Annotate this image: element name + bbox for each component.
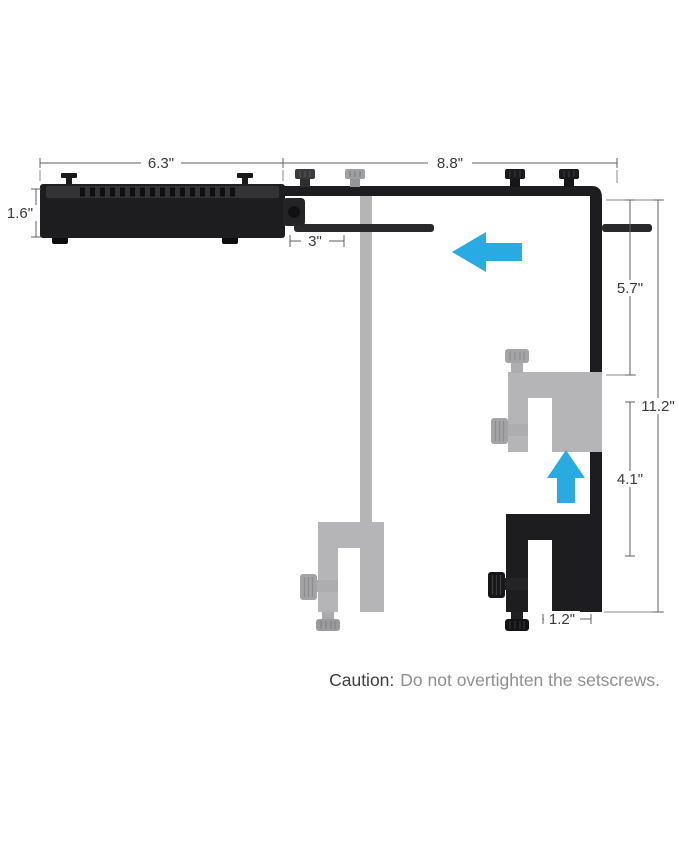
fixture-screw-left — [66, 178, 72, 186]
ghost-arm-bar — [360, 195, 372, 612]
mount-rod-right — [602, 224, 652, 232]
mount-bracket — [284, 169, 652, 612]
dim-upper-section: 5.7" — [611, 199, 649, 376]
dim-label-clamp-foot: 1.2" — [549, 611, 575, 628]
dim-label-overall-height: 11.2" — [641, 398, 674, 415]
fixture-screw-right-cap — [237, 173, 253, 178]
dim-label-light-height: 1.6" — [7, 205, 33, 222]
dim-label-bg — [2, 205, 38, 221]
mount-rod-left — [294, 224, 434, 232]
dim-label-bg — [301, 233, 329, 249]
knob-ridges — [303, 577, 314, 597]
bottom-screw-knob — [505, 619, 529, 631]
vent-slits — [80, 187, 236, 197]
dim-label-bg — [611, 471, 649, 487]
dim-lower-section: 4.1" — [611, 401, 649, 557]
ghost-clamp-upper — [491, 349, 602, 452]
clamp-body — [506, 514, 602, 612]
caution-label: Caution: — [329, 670, 395, 690]
bottom-screw-stem — [322, 612, 334, 619]
dim-label-slide-offset: 3" — [308, 233, 322, 250]
screw-shaft — [317, 580, 338, 592]
slide-left-arrow-icon — [452, 232, 522, 272]
direction-arrows — [452, 232, 585, 503]
dimension-annotations: 6.3" 8.8" 1.6" 3" 5.7" 11.2" — [2, 155, 679, 628]
dim-slide-offset: 3" — [289, 233, 345, 250]
dim-light-height: 1.6" — [2, 188, 41, 238]
knob-ridges — [299, 171, 311, 177]
dim-label-bg — [141, 155, 181, 171]
dim-light-width: 6.3" — [39, 155, 284, 172]
thumbscrew-top-3 — [505, 169, 525, 187]
knob-ridges — [509, 352, 525, 360]
screw-stem — [300, 179, 310, 187]
dim-label-lower-section: 4.1" — [617, 471, 643, 488]
bottom-screw-knob — [316, 619, 340, 631]
knob-ridges — [509, 621, 525, 629]
screw-stem — [564, 179, 574, 187]
knob-ridges — [320, 621, 336, 629]
knob-ridges — [563, 171, 575, 177]
thumbscrew-top-2-ghost — [345, 169, 365, 187]
dim-overall-height: 11.2" — [636, 199, 679, 613]
thumbscrew-top-1 — [295, 169, 315, 187]
thumbscrew-top-4 — [559, 169, 579, 187]
caution-message: Do not overtighten the setscrews. — [400, 670, 660, 690]
screw-shaft — [508, 424, 528, 436]
clamp-body — [508, 372, 602, 452]
caution-note: Caution:Do not overtighten the setscrews… — [329, 670, 660, 691]
slide-up-arrow-icon — [547, 450, 585, 503]
clamp-body — [318, 522, 384, 612]
knob-ridges — [494, 421, 505, 441]
screw-stem — [350, 179, 360, 187]
knob-ridges — [491, 575, 502, 595]
tank-clamp — [488, 514, 602, 631]
screw-shaft — [505, 578, 528, 590]
top-screw-knob — [505, 349, 529, 363]
dim-label-arm-length: 8.8" — [437, 155, 463, 172]
dim-label-bg — [428, 155, 472, 171]
screw-stem — [510, 179, 520, 187]
dim-label-bg — [611, 280, 649, 296]
fixture-mount-knob-center — [288, 206, 300, 218]
dim-label-light-width: 6.3" — [148, 155, 174, 172]
light-fixture — [40, 173, 305, 244]
bottom-screw-stem — [511, 612, 523, 619]
fixture-screw-right — [242, 178, 248, 186]
dim-label-upper-section: 5.7" — [617, 280, 643, 297]
ghost-arm — [360, 195, 372, 612]
knob-ridges — [509, 171, 521, 177]
dim-label-bg — [636, 398, 679, 414]
top-screw-stem — [511, 363, 523, 373]
dim-clamp-foot: 1.2" — [542, 611, 592, 628]
dim-arm-length: 8.8" — [283, 155, 618, 172]
knob-ridges — [349, 171, 361, 177]
fixture-screw-left-cap — [61, 173, 77, 178]
ghost-clamp-lower — [300, 522, 384, 631]
dim-label-bg — [544, 611, 580, 627]
